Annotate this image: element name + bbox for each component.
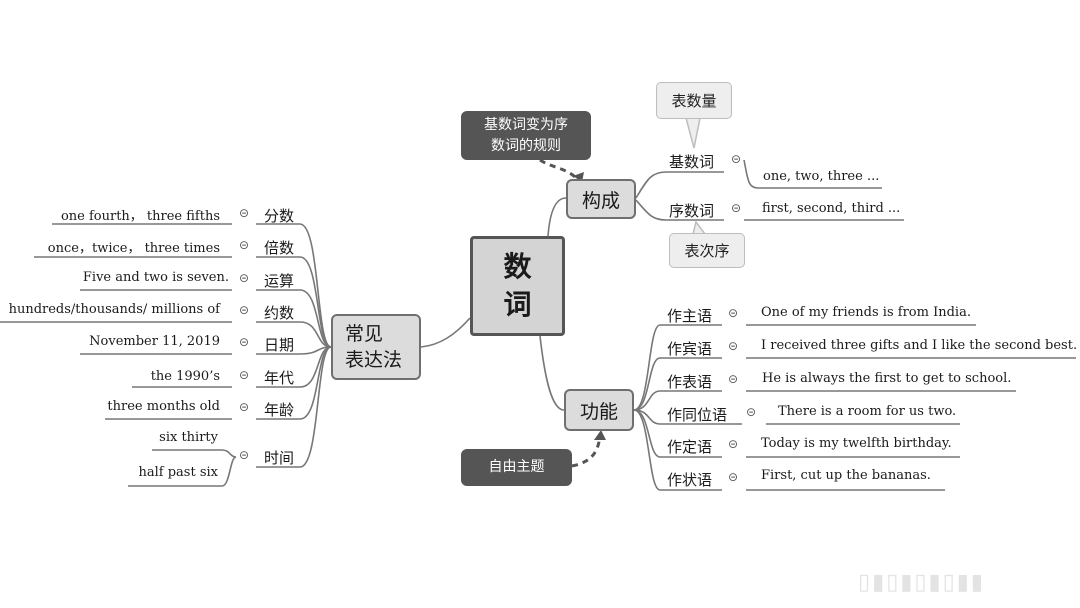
example-nianling: three months old [107, 399, 220, 414]
collapse-icon[interactable]: ⊝ [239, 400, 250, 414]
collapse-icon[interactable]: ⊝ [728, 306, 739, 320]
node-gongneng[interactable]: 功能 [564, 389, 634, 431]
node-changjian-biaodafa[interactable]: 常见 表达法 [331, 314, 421, 380]
watermark-logo: ▯▮▯▮▯▮▯▮▮ [858, 570, 985, 595]
example-zuo-tongweiyu: There is a room for us two. [778, 404, 957, 419]
node-zuo-zhuyu[interactable]: 作主语 [667, 307, 713, 325]
example-zuo-binyu: I received three gifts and I like the se… [761, 338, 1078, 353]
connector-central-changjian [420, 317, 471, 348]
example-shijian-1: six thirty [159, 430, 218, 445]
node-zuo-tongweiyu[interactable]: 作同位语 [667, 406, 728, 424]
example-zuo-zhuyu: One of my friends is from India. [761, 305, 971, 320]
callout-ordinal-rule[interactable]: 基数词变为序 数词的规则 [461, 111, 591, 160]
example-yueshu: hundreds/thousands/ millions of [8, 302, 220, 317]
example-zuo-dingyu: Today is my twelfth birthday. [761, 436, 952, 451]
example-jishuci: one, two, three ... [763, 169, 880, 184]
node-yueshu[interactable]: 约数 [264, 304, 295, 322]
example-xushuci: first, second, third ... [762, 201, 901, 216]
connector-central-gongneng [539, 335, 565, 411]
example-shijian-2: half past six [138, 465, 219, 480]
node-shijian[interactable]: 时间 [264, 449, 295, 467]
callout-free-topic[interactable]: 自由主题 [461, 449, 572, 486]
example-beishu: once，twice， three times [47, 241, 220, 256]
node-nianling[interactable]: 年龄 [264, 401, 295, 419]
note-biao-shuliang[interactable]: 表数量 [656, 82, 732, 119]
example-zuo-zhuangyu: First, cut up the bananas. [761, 468, 931, 483]
central-topic-shuci[interactable]: 数 词 [470, 236, 565, 336]
collapse-icon[interactable]: ⊝ [728, 372, 739, 386]
collapse-icon[interactable]: ⊝ [728, 470, 739, 484]
connector-central-goucheng [547, 197, 567, 237]
node-niandai[interactable]: 年代 [264, 369, 295, 387]
collapse-icon[interactable]: ⊝ [731, 152, 742, 166]
collapse-icon[interactable]: ⊝ [239, 271, 250, 285]
node-xushuci[interactable]: 序数词 [669, 202, 715, 220]
collapse-icon[interactable]: ⊝ [728, 339, 739, 353]
node-yunsuan[interactable]: 运算 [264, 272, 295, 290]
collapse-icon[interactable]: ⊝ [728, 437, 739, 451]
collapse-icon[interactable]: ⊝ [731, 201, 742, 215]
collapse-icon[interactable]: ⊝ [239, 448, 250, 462]
node-fenshu[interactable]: 分数 [264, 207, 295, 225]
node-jishuci[interactable]: 基数词 [669, 153, 715, 171]
example-yunsuan: Five and two is seven. [82, 270, 229, 285]
collapse-icon[interactable]: ⊝ [746, 405, 757, 419]
node-goucheng[interactable]: 构成 [566, 179, 636, 219]
example-zuo-biaoyu: He is always the first to get to school. [762, 371, 1012, 386]
example-niandai: the 1990’s [150, 369, 220, 384]
node-zuo-biaoyu[interactable]: 作表语 [667, 373, 713, 391]
node-beishu[interactable]: 倍数 [264, 239, 295, 257]
node-riqi[interactable]: 日期 [264, 336, 295, 354]
collapse-icon[interactable]: ⊝ [239, 368, 250, 382]
example-riqi: November 11, 2019 [89, 334, 220, 349]
collapse-icon[interactable]: ⊝ [239, 303, 250, 317]
note-biao-cixu[interactable]: 表次序 [669, 233, 745, 268]
collapse-icon[interactable]: ⊝ [239, 238, 250, 252]
node-zuo-dingyu[interactable]: 作定语 [667, 438, 713, 456]
node-zuo-binyu[interactable]: 作宾语 [667, 340, 713, 358]
node-zuo-zhuangyu[interactable]: 作状语 [667, 471, 713, 489]
example-fenshu: one fourth， three fifths [60, 209, 220, 224]
collapse-icon[interactable]: ⊝ [239, 206, 250, 220]
collapse-icon[interactable]: ⊝ [239, 335, 250, 349]
